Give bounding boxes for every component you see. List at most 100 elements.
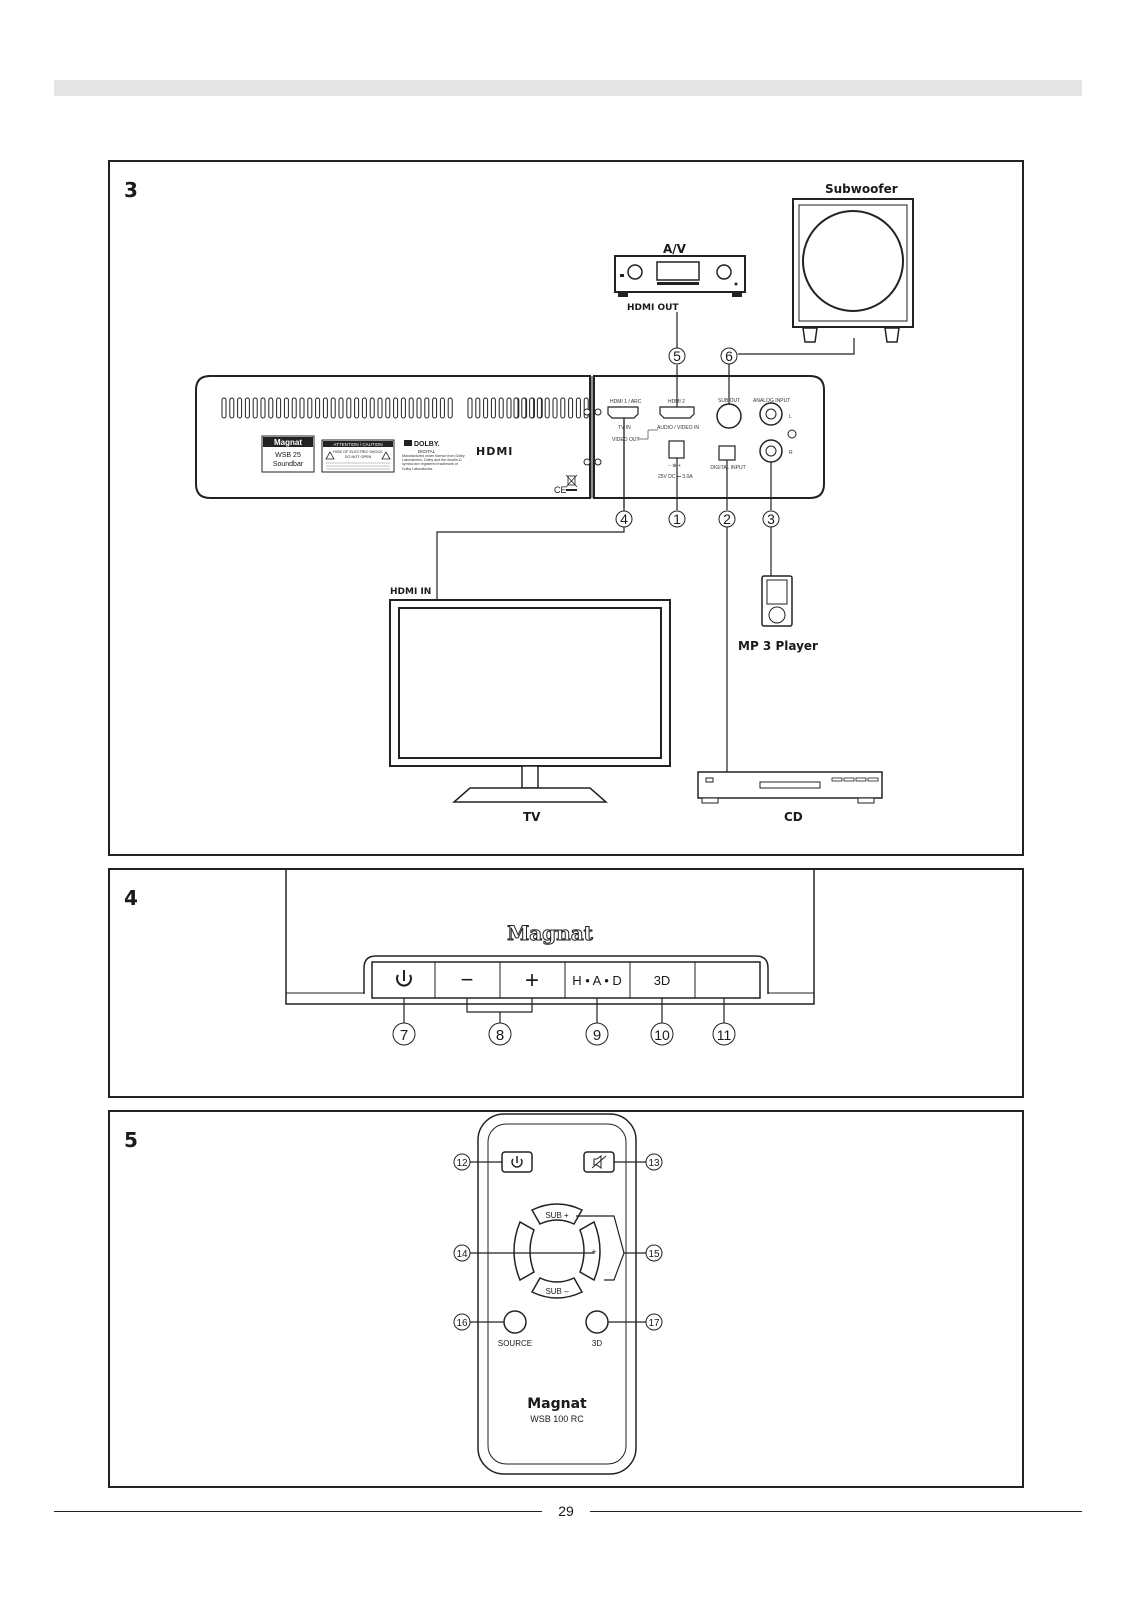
vent-slot [338,397,344,419]
soundbar-brand: Magnat [274,438,302,447]
sub-out-port [716,403,742,429]
callout-15: 15 [648,1249,660,1260]
vent-slot [393,397,399,419]
button-strip [371,961,761,999]
vent-slot [260,397,266,419]
callout-1: 1 [673,511,681,527]
source-label: SOURCE [498,1339,532,1348]
vent-slot [475,397,481,419]
vent-slot [513,397,519,419]
tv-label: TV [523,810,541,824]
dolby-digital: DIGITAL [418,449,436,454]
digital-input-port [718,445,736,461]
vent-slot [291,397,297,419]
header-bar [54,80,1082,96]
footer-rule-left [54,1511,542,1512]
power-icon [511,1158,523,1168]
vent-slot [447,397,453,419]
remote-control-svg: SUB + SUB – – + SOURCE 3D Magnat WSB 100… [453,1113,663,1475]
volume-minus-button[interactable]: − [461,967,474,992]
remote-mute-button[interactable] [583,1151,615,1173]
port-digital-input-label: DIGITAL INPUT [710,465,746,471]
power-button[interactable] [396,970,412,987]
vent-slot [283,397,289,419]
hdmi2-port [659,406,695,419]
vent-slot [400,397,406,419]
ventilation-slots [221,397,589,419]
figure-4-control-panel: 4 Magnat − + H • A • D 3D [108,868,1024,1098]
figure-3-connection-diagram: 3 Subwoofer A/V [108,160,1024,856]
connection-diagram-svg: Subwoofer A/V HDMI OUT [195,182,914,824]
analog-l-label: L [789,414,792,420]
had-button[interactable]: H • A • D [572,973,622,988]
vent-slot [276,397,282,419]
figure-number: 4 [124,886,138,910]
attention-text: ATTENTION / CAUTION [333,442,382,447]
vent-slot [506,397,512,419]
leader-lines [470,1161,646,1323]
vent-slot [229,397,235,419]
callout-3: 3 [767,511,775,527]
sub-minus-label: SUB – [545,1287,569,1296]
figure-number: 5 [124,1128,138,1152]
mp3-player-label: MP 3 Player [738,639,818,653]
callout-4: 4 [620,511,628,527]
vent-slot [467,397,473,419]
dolby-logo: DOLBY. [414,441,440,448]
callout-2: 2 [723,511,731,527]
vent-slot [377,397,383,419]
callout-6: 6 [725,348,733,364]
figure-5-remote-control: 5 SUB + SUB – – + [108,1110,1024,1488]
volume-plus-button[interactable] [579,1220,601,1282]
subwoofer-label: Subwoofer [825,182,898,196]
remote-3d-label: 3D [592,1339,602,1348]
av-receiver: A/V HDMI OUT [614,242,746,313]
vent-slot [369,397,375,419]
power-polarity-icon: − ⊕ + [668,463,681,469]
remote-3d-button[interactable] [585,1310,609,1334]
callouts-fig5: 12 13 14 15 16 17 [453,1153,663,1331]
vent-slot [552,397,558,419]
remote-power-button[interactable] [501,1151,533,1173]
volume-minus-button[interactable] [513,1220,535,1282]
hdmi1-arc-port [607,406,639,419]
port-power-label: 25V DC ⎓ 3.0A [658,474,693,480]
weee-bin-icon [567,475,576,486]
callout-5: 5 [673,348,681,364]
analog-r-label: R [789,450,793,456]
vent-slot [408,397,414,419]
risk-line-2: DO NOT OPEN [345,455,372,459]
port-hdmi1-label: HDMI 1 / ARC [610,399,642,405]
vent-slot [568,397,574,419]
leader-lines [403,998,725,1024]
source-button[interactable] [503,1310,527,1334]
mp3-player: MP 3 Player [738,575,818,653]
3d-button[interactable]: 3D [654,973,671,988]
volume-plus-button[interactable]: + [525,967,539,994]
dolby-note: Manufactured under license from Dolby La… [402,454,465,471]
dc-power-port [668,440,685,459]
vent-slot [544,397,550,419]
callout-16: 16 [456,1318,468,1329]
vent-slot [361,397,367,419]
vent-slot [483,397,489,419]
ce-mark: CE [554,485,567,495]
sub-plus-button[interactable] [530,1203,584,1225]
vent-slot [268,397,274,419]
sub-minus-button[interactable] [530,1277,584,1299]
port-video-out-label: VIDEO OUT [612,437,640,443]
vent-slot [521,397,527,419]
navigation-pad: SUB + SUB – – + [513,1203,601,1299]
subwoofer-cone [802,210,904,312]
remote-brand: Magnat [527,1396,587,1412]
callout-7: 7 [400,1027,408,1044]
vent-slot [237,397,243,419]
vent-slot [424,397,430,419]
risk-line-1: RISK OF ELECTRIC SHOCK [333,450,383,454]
vent-slot [252,397,258,419]
hdmi-out-label: HDMI OUT [627,303,679,313]
soundbar-front-outline [285,870,815,1005]
footer-rule-right [590,1511,1082,1512]
vent-slot [307,397,313,419]
vent-slot [221,397,227,419]
